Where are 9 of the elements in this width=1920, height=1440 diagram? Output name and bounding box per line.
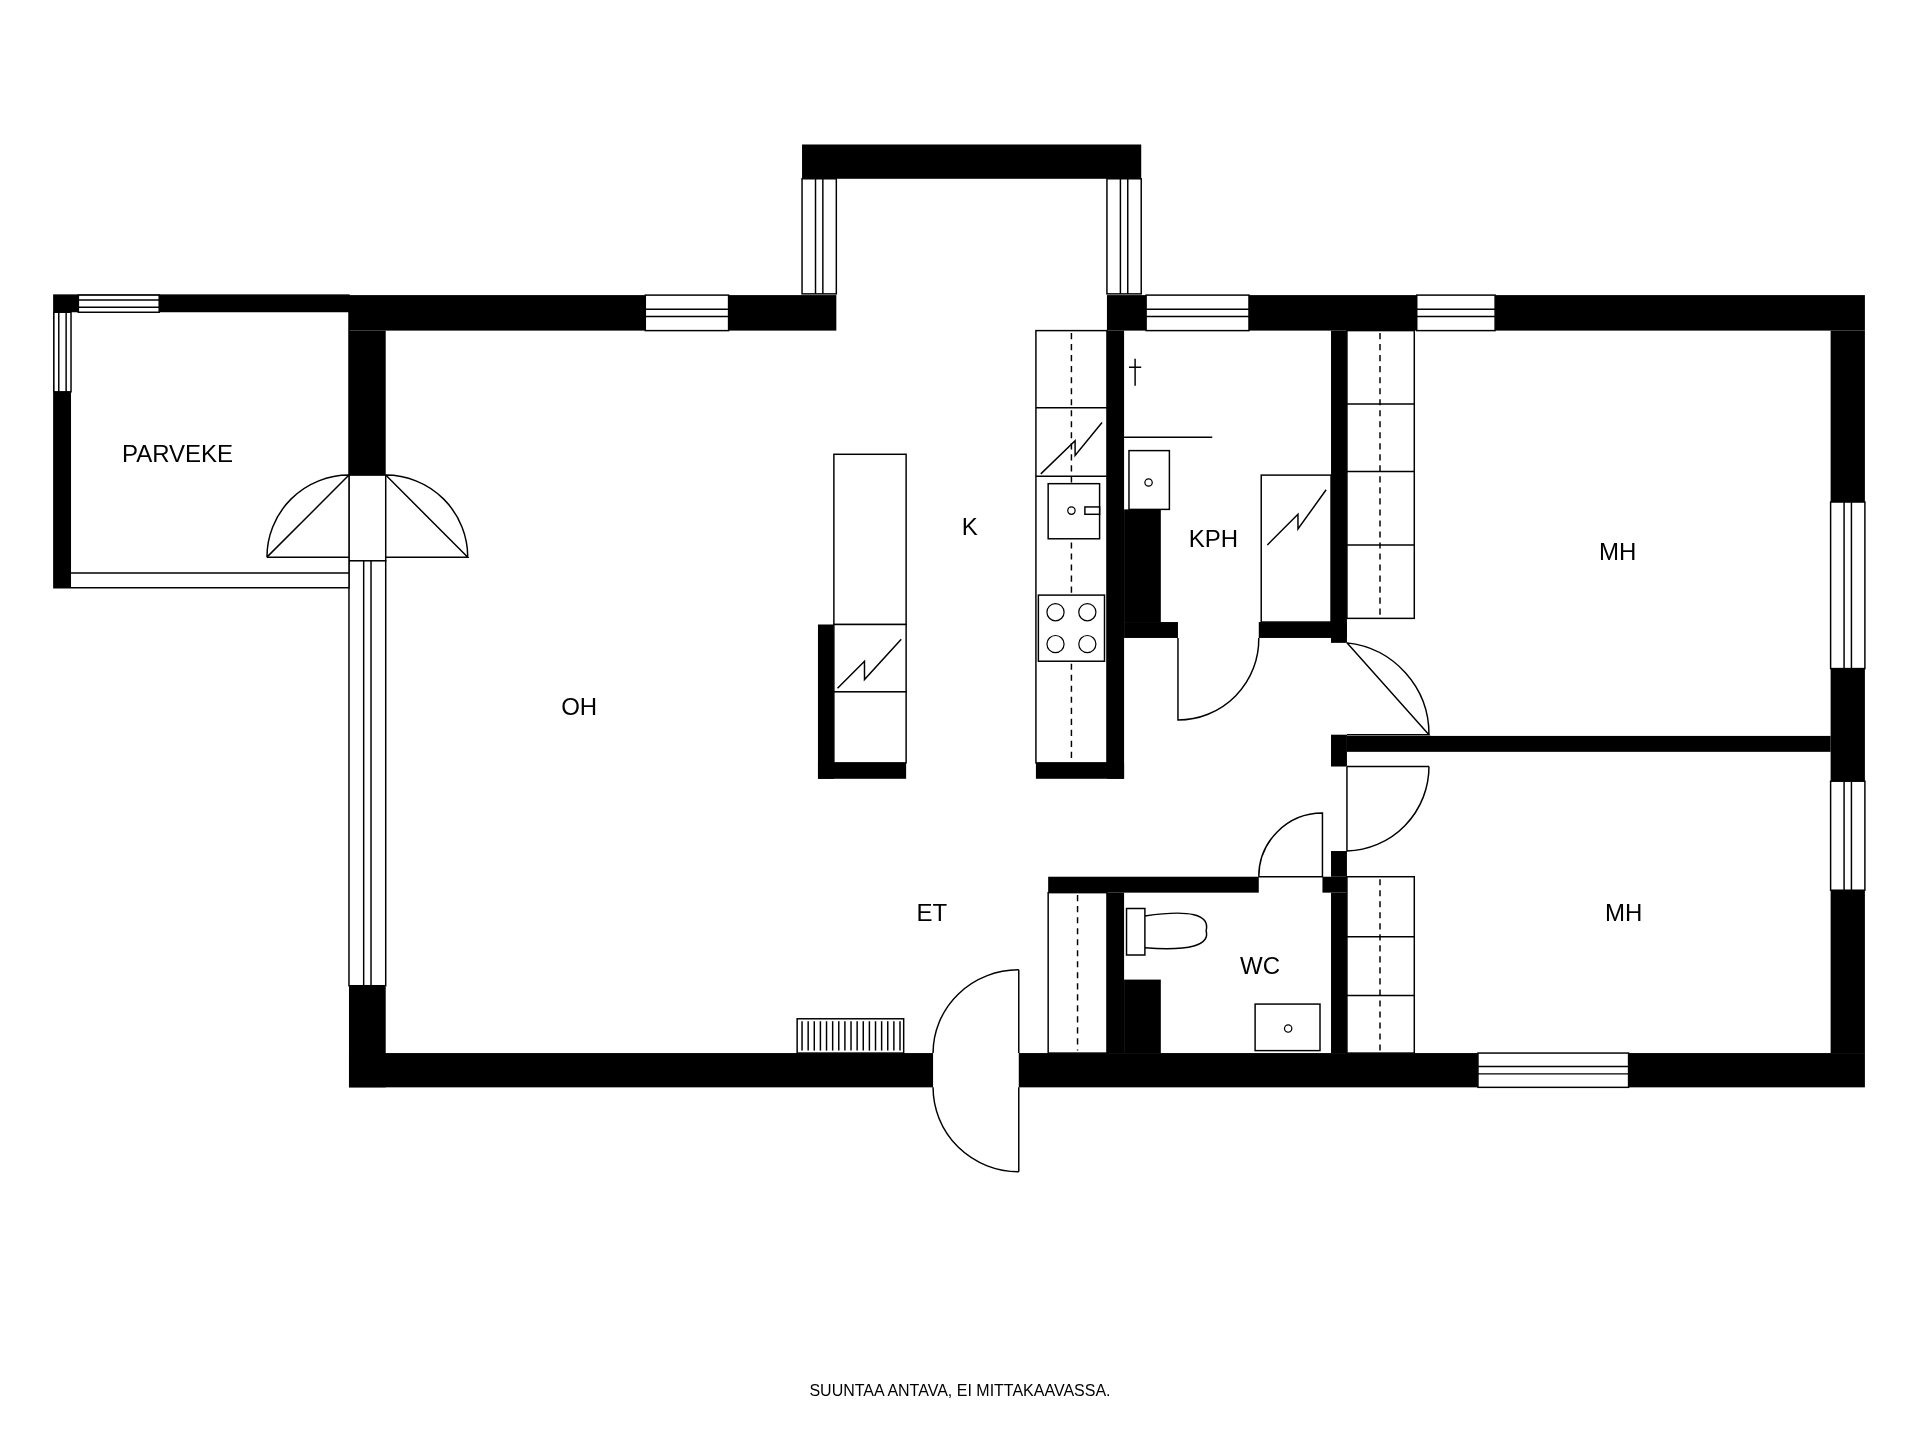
room-label: KPH: [1188, 524, 1239, 553]
room-label: MH: [1598, 538, 1637, 567]
room-label: ET: [916, 899, 948, 928]
room-label: WC: [1240, 952, 1280, 981]
room-label: OH: [561, 692, 598, 721]
room-label: PARVEKE: [121, 440, 234, 469]
room-label: MH: [1605, 899, 1643, 928]
room-label: K: [961, 512, 978, 541]
disclaimer-note: SUUNTAA ANTAVA, EI MITTAKAAVASSA.: [809, 1382, 1111, 1400]
